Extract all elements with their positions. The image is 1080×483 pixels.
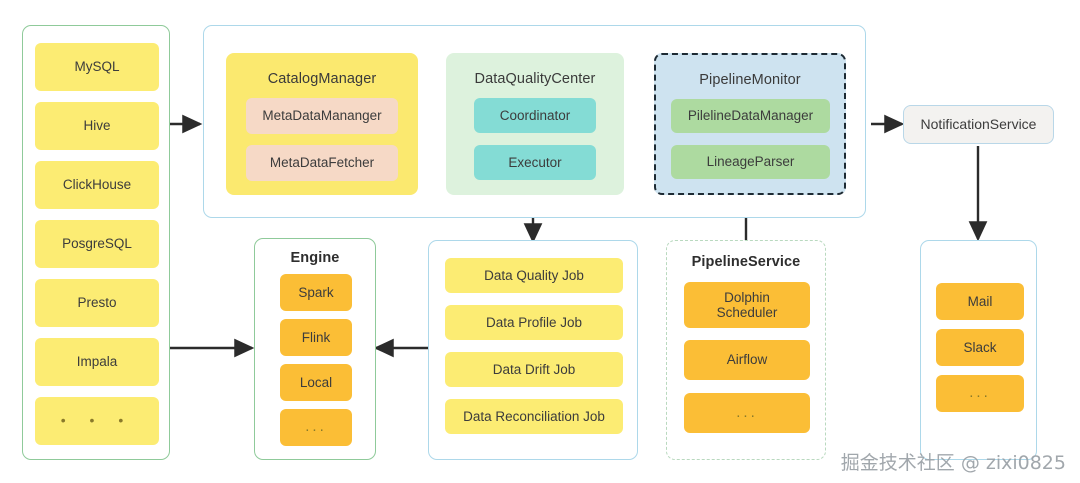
datasource-hive[interactable]: Hive bbox=[35, 102, 159, 150]
datasource-more[interactable]: • • • bbox=[35, 397, 159, 445]
datasources-panel: MySQL Hive ClickHouse PosgreSQL Presto I… bbox=[22, 25, 170, 460]
group-data-quality-center: DataQualityCenter Coordinator Executor bbox=[446, 53, 624, 195]
chip-pipeline-data-manager[interactable]: PilelineDataManager bbox=[671, 99, 830, 133]
engine-panel: Engine Spark Flink Local ... bbox=[254, 238, 376, 460]
catalog-manager-title: CatalogManager bbox=[267, 71, 377, 87]
datasource-presto[interactable]: Presto bbox=[35, 279, 159, 327]
group-pipeline-monitor: PipelineMonitor PilelineDataManager Line… bbox=[654, 53, 846, 195]
pipeline-service-panel: PipelineService Dolphin Scheduler Airflo… bbox=[666, 240, 826, 460]
engine-title: Engine bbox=[290, 250, 340, 266]
watermark: 掘金技术社区 @ zixi0825 bbox=[840, 452, 1066, 474]
core-platform-panel: CatalogManager MetaDataMananger MetaData… bbox=[203, 25, 866, 218]
engine-more[interactable]: ... bbox=[280, 409, 352, 446]
pipeline-service-title: PipelineService bbox=[691, 254, 801, 270]
data-quality-center-title: DataQualityCenter bbox=[474, 71, 596, 87]
pipeline-monitor-title: PipelineMonitor bbox=[699, 72, 801, 88]
engine-flink[interactable]: Flink bbox=[280, 319, 352, 356]
jobs-panel: Data Quality Job Data Profile Job Data D… bbox=[428, 240, 638, 460]
datasource-mysql[interactable]: MySQL bbox=[35, 43, 159, 91]
datasource-impala[interactable]: Impala bbox=[35, 338, 159, 386]
chip-metadata-fetcher[interactable]: MetaDataFetcher bbox=[246, 145, 398, 181]
group-catalog-manager: CatalogManager MetaDataMananger MetaData… bbox=[226, 53, 418, 195]
datasource-posgresql[interactable]: PosgreSQL bbox=[35, 220, 159, 268]
job-data-profile[interactable]: Data Profile Job bbox=[445, 305, 623, 340]
pipeline-airflow[interactable]: Airflow bbox=[684, 340, 810, 380]
notification-channels-panel: Mail Slack ... bbox=[920, 240, 1037, 460]
channel-more[interactable]: ... bbox=[936, 375, 1024, 412]
notification-service-box[interactable]: NotificationService bbox=[903, 105, 1054, 144]
pipeline-dolphin-scheduler[interactable]: Dolphin Scheduler bbox=[684, 282, 810, 328]
chip-lineage-parser[interactable]: LineageParser bbox=[671, 145, 830, 179]
engine-spark[interactable]: Spark bbox=[280, 274, 352, 311]
job-data-drift[interactable]: Data Drift Job bbox=[445, 352, 623, 387]
engine-local[interactable]: Local bbox=[280, 364, 352, 401]
channel-slack[interactable]: Slack bbox=[936, 329, 1024, 366]
chip-metadata-mananger[interactable]: MetaDataMananger bbox=[246, 98, 398, 134]
datasource-clickhouse[interactable]: ClickHouse bbox=[35, 161, 159, 209]
chip-coordinator[interactable]: Coordinator bbox=[474, 98, 596, 133]
job-data-reconciliation[interactable]: Data Reconciliation Job bbox=[445, 399, 623, 434]
chip-executor[interactable]: Executor bbox=[474, 145, 596, 180]
job-data-quality[interactable]: Data Quality Job bbox=[445, 258, 623, 293]
channel-mail[interactable]: Mail bbox=[936, 283, 1024, 320]
pipeline-more[interactable]: ... bbox=[684, 393, 810, 433]
